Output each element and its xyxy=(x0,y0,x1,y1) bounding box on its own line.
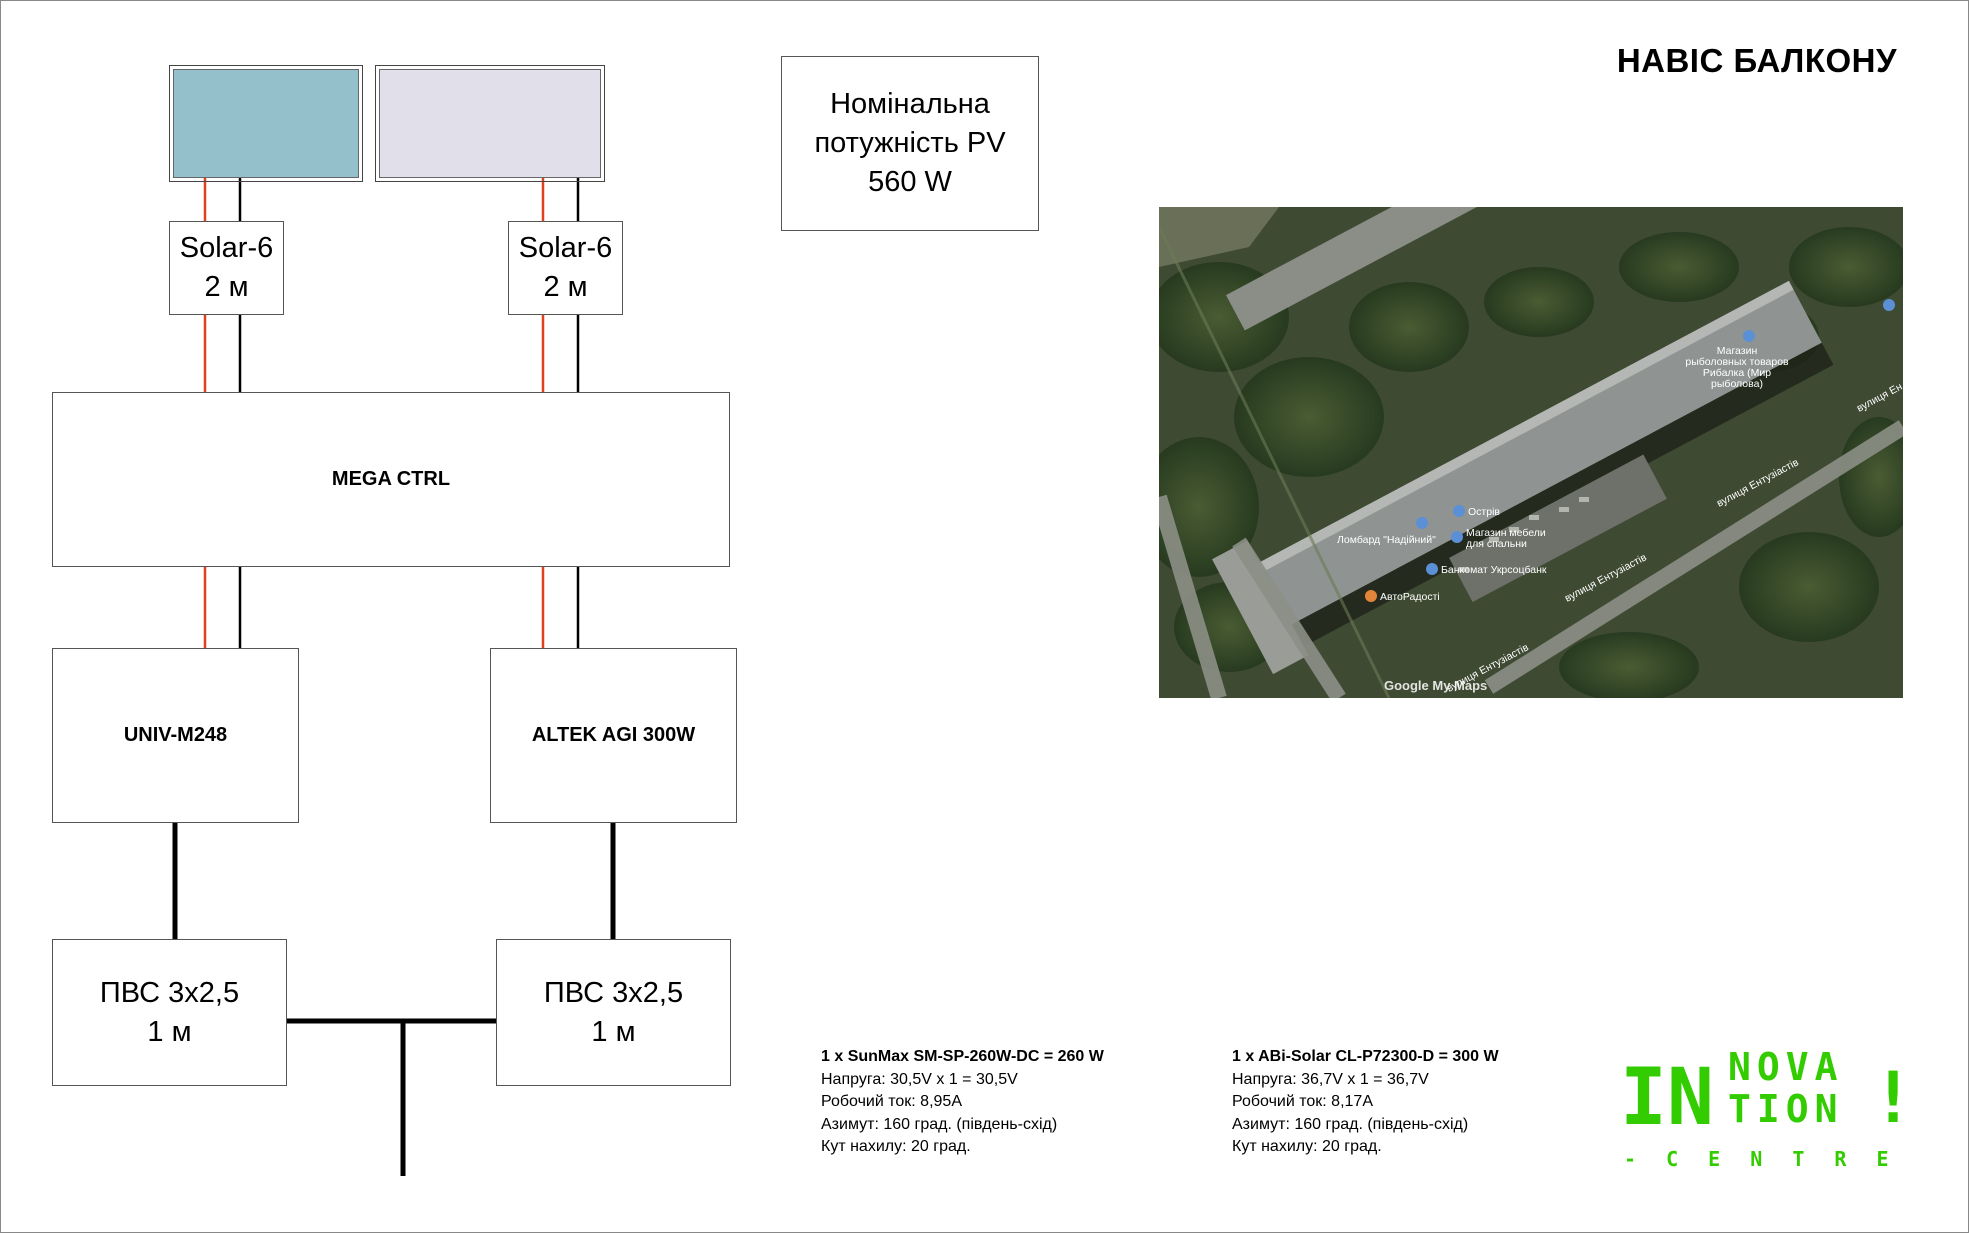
map-label-ostriv: Острів xyxy=(1468,506,1500,518)
spec-left-tilt: Кут нахилу: 20 град. xyxy=(821,1138,971,1155)
nominal-value: 560 W xyxy=(868,166,952,198)
spec-left-header: 1 x SunMax SM-SP-260W-DC = 260 W xyxy=(821,1048,1104,1065)
map-label-lombard: Ломбард "Надійний" xyxy=(1337,534,1436,546)
inverter-left-box: UNIV-M248 xyxy=(52,648,299,823)
map-label-fish-1: Магазин xyxy=(1717,345,1758,357)
satellite-map: Магазин рыболовных товаров Рибалка (Мир … xyxy=(1159,207,1903,698)
logo-in: IN xyxy=(1620,1053,1714,1143)
controller-box: MEGA CTRL xyxy=(52,392,730,567)
logo-exclamation: ! xyxy=(1872,1057,1910,1139)
controller-label: MEGA CTRL xyxy=(331,468,451,490)
spec-right: 1 x ABi-Solar CL-P72300-D = 300 W Напруг… xyxy=(1232,1046,1499,1159)
page-title: НАВІС БАЛКОНУ xyxy=(1616,42,1897,79)
spec-right-header: 1 x ABi-Solar CL-P72300-D = 300 W xyxy=(1232,1048,1499,1065)
cable-left-length: 2 м xyxy=(204,271,249,303)
map-label-fish-4: рыболова) xyxy=(1711,378,1763,390)
logo-tion: TION xyxy=(1728,1087,1844,1131)
map-label-atm: Банкомат Укрсоцбанк xyxy=(1441,564,1547,576)
spec-left-azimuth: Азимут: 160 град. (південь-схід) xyxy=(821,1115,1058,1133)
innovation-centre-logo: IN NOVA TION ! - C E N T R E - xyxy=(1620,1045,1910,1171)
nominal-line-2: потужність PV xyxy=(814,127,1006,159)
pvs-box-left: ПВС 3х2,5 1 м xyxy=(52,939,287,1086)
pvs-right-type: ПВС 3х2,5 xyxy=(543,976,684,1009)
spec-left-current: Робочий ток: 8,95А xyxy=(821,1093,962,1110)
inverter-right-box: ALTEK AGI 300W xyxy=(490,648,737,823)
map-label-fish-2: рыболовных товаров xyxy=(1685,356,1789,368)
nominal-power-box: Номінальна потужність PV 560 W xyxy=(781,56,1039,231)
google-maps-watermark: Google My Maps xyxy=(1384,678,1487,693)
spec-right-current: Робочий ток: 8,17А xyxy=(1232,1093,1373,1110)
map-label-auto: АвтоРадості xyxy=(1380,591,1440,603)
logo-centre: - C E N T R E - xyxy=(1624,1147,1910,1171)
map-label-fish-3: Рибалка (Мир xyxy=(1703,367,1771,379)
logo-nova: NOVA xyxy=(1728,1045,1844,1089)
pvs-left-length: 1 м xyxy=(147,1015,192,1048)
map-label-furniture-2: для спальни xyxy=(1466,538,1527,550)
cable-right-type: Solar-6 xyxy=(518,232,613,264)
cable-box-left: Solar-6 2 м xyxy=(169,221,284,315)
inverter-right-label: ALTEK AGI 300W xyxy=(531,724,696,746)
spec-left-voltage: Напруга: 30,5V x 1 = 30,5V xyxy=(821,1070,1018,1088)
inverter-left-label: UNIV-M248 xyxy=(123,724,228,746)
cable-left-type: Solar-6 xyxy=(179,232,274,264)
pv-panel-left xyxy=(169,65,363,182)
spec-right-tilt: Кут нахилу: 20 град. xyxy=(1232,1138,1382,1155)
cable-right-length: 2 м xyxy=(543,271,588,303)
pvs-left-type: ПВС 3х2,5 xyxy=(99,976,240,1009)
spec-left: 1 x SunMax SM-SP-260W-DC = 260 W Напруга… xyxy=(821,1046,1104,1159)
map-label-furniture-1: Магазин мебели xyxy=(1466,527,1546,539)
cable-box-right: Solar-6 2 м xyxy=(508,221,623,315)
nominal-line-1: Номінальна xyxy=(830,88,990,120)
spec-right-voltage: Напруга: 36,7V x 1 = 36,7V xyxy=(1232,1070,1429,1088)
pvs-box-right: ПВС 3х2,5 1 м xyxy=(496,939,731,1086)
pvs-right-length: 1 м xyxy=(591,1015,636,1048)
spec-right-azimuth: Азимут: 160 град. (південь-схід) xyxy=(1232,1115,1469,1133)
pv-panel-right xyxy=(375,65,605,182)
